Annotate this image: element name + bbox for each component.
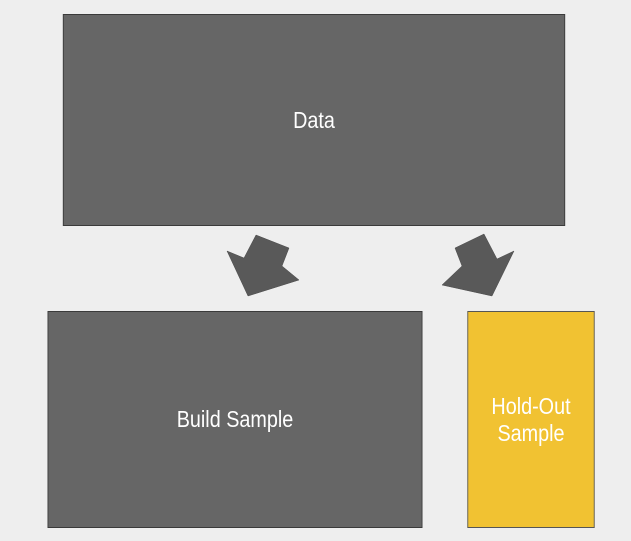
arrow-down-left-icon	[226, 234, 300, 297]
arrow-down-right-icon	[441, 233, 515, 297]
build-sample-box: Build Sample	[47, 311, 423, 528]
holdout-sample-box: Hold-Out Sample	[467, 311, 595, 528]
holdout-sample-label: Hold-Out Sample	[491, 392, 571, 446]
build-sample-label: Build Sample	[176, 406, 294, 432]
data-box-label: Data	[293, 106, 335, 133]
data-box: Data	[62, 14, 566, 226]
